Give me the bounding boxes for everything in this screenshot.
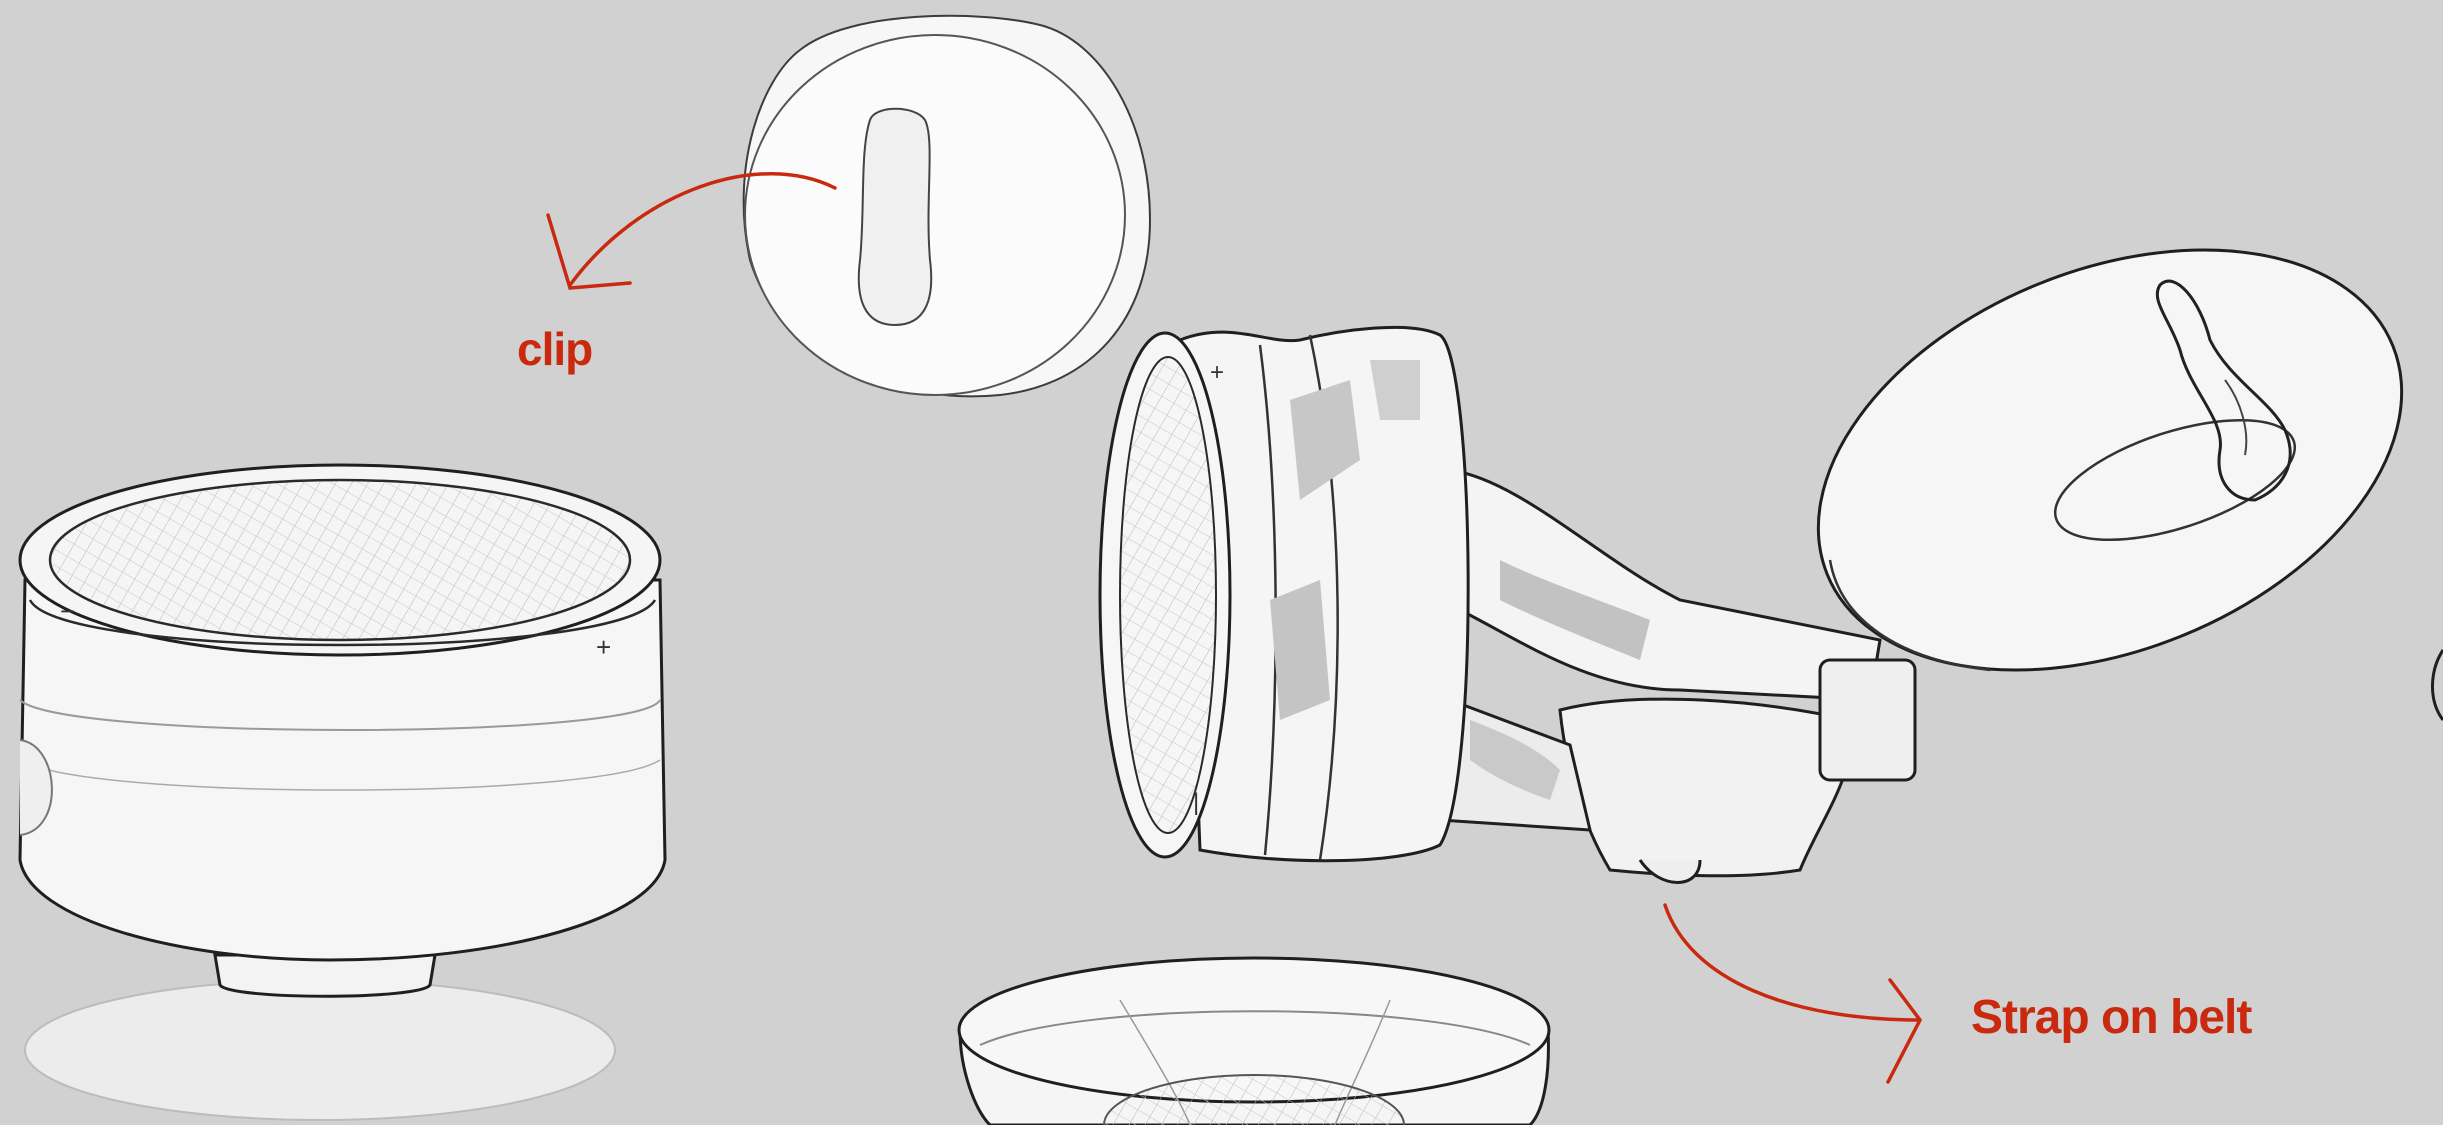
cylinder-container-icon: − + <box>20 465 665 1120</box>
svg-text:|: | <box>1193 789 1199 816</box>
device-with-strap-icon: + | <box>1100 327 1915 882</box>
svg-text:+: + <box>1210 359 1224 386</box>
clip-disc-icon <box>744 16 1150 397</box>
strap-arrow-icon <box>1665 905 1920 1082</box>
mesh-bowl-icon <box>959 958 1549 1125</box>
strap-on-belt-label: Strap on belt <box>1971 990 2251 1045</box>
svg-text:+: + <box>596 632 611 662</box>
clip-label: clip <box>517 322 592 376</box>
svg-text:−: − <box>60 596 75 626</box>
edge-fragment-icon <box>2432 650 2443 720</box>
